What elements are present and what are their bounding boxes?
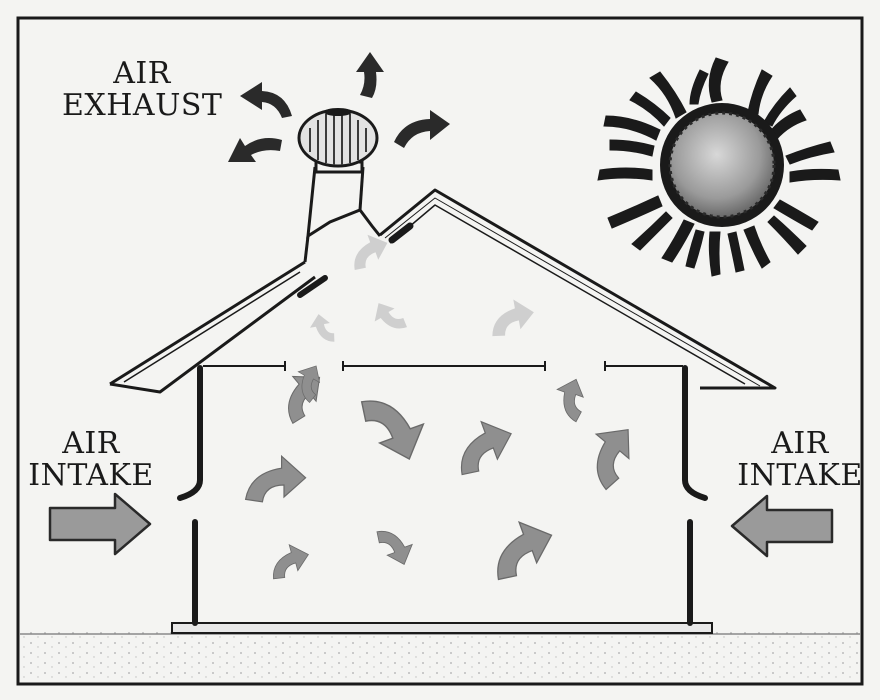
air-intake-right-label-line2: INTAKE <box>737 458 863 493</box>
exhaust-arrows <box>228 52 450 162</box>
ground <box>20 632 860 682</box>
roof <box>109 188 777 394</box>
air-intake-left-label: AIR INTAKE <box>26 428 156 492</box>
intake-arrow-right <box>730 494 834 558</box>
air-intake-right-label-line1: AIR <box>771 426 829 461</box>
exhaust-arrow-right <box>394 110 450 148</box>
exhaust-arrow-lower-left <box>228 138 282 162</box>
airflow-arrow-icon <box>265 540 313 581</box>
air-intake-right-label: AIR INTAKE <box>736 428 864 492</box>
ceiling <box>203 361 683 371</box>
airflow-arrow-icon <box>572 415 648 492</box>
exhaust-arrow-upper-left <box>240 82 292 118</box>
attic-airflow-arrows <box>307 229 538 346</box>
airflow-arrow-icon <box>548 373 592 423</box>
interior-airflow-arrows <box>245 359 648 583</box>
house-foundation <box>171 622 713 634</box>
airflow-arrow-icon <box>481 512 562 583</box>
airflow-arrow-icon <box>358 383 434 470</box>
intake-arrow-left <box>48 492 152 556</box>
roof-vent-slot-left <box>297 275 328 298</box>
outer-frame <box>16 16 864 686</box>
sun-icon <box>597 57 841 277</box>
air-exhaust-label-line2: EXHAUST <box>62 88 223 123</box>
air-exhaust-label: AIR EXHAUST <box>62 58 222 122</box>
left-wall <box>177 365 203 626</box>
airflow-arrow-icon <box>375 521 419 571</box>
airflow-arrow-icon <box>446 412 520 478</box>
air-intake-left-label-line2: INTAKE <box>28 458 154 493</box>
turbine-vent-icon <box>297 108 379 168</box>
intake-arrows <box>48 492 834 558</box>
air-exhaust-label-line1: AIR <box>113 56 171 91</box>
airflow-arrow-icon <box>245 455 307 503</box>
air-intake-left-label-line1: AIR <box>62 426 120 461</box>
exhaust-arrow-up <box>356 52 384 98</box>
right-wall <box>682 365 708 626</box>
roof-vent-slot-right <box>388 222 414 244</box>
